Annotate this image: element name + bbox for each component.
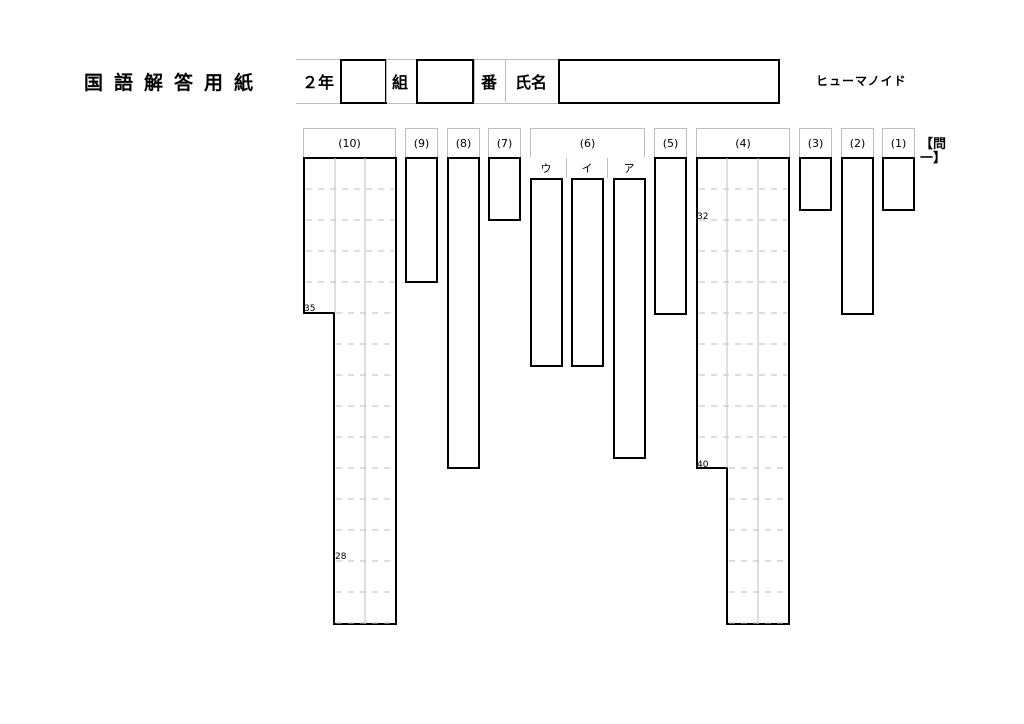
answer-box-q3[interactable] (799, 157, 832, 211)
answer-box-q9[interactable] (405, 157, 438, 283)
label-q2: (2) (841, 128, 874, 157)
label-q10: (10) (303, 128, 396, 157)
label-q1: (1) (882, 128, 915, 157)
char-count-marker: 35 (304, 304, 316, 314)
class-field[interactable] (340, 59, 387, 104)
divider (607, 158, 608, 178)
grade-label: ２年 (301, 72, 334, 92)
label-q4: (4) (696, 128, 790, 157)
answer-box-q5[interactable] (654, 157, 687, 315)
divider (474, 59, 475, 102)
answer-box-q6-u[interactable] (530, 178, 563, 367)
answer-box-q10 (303, 157, 397, 625)
answer-box-q4 (696, 157, 790, 625)
answer-box-q7[interactable] (488, 157, 521, 221)
label-q3: (3) (799, 128, 832, 157)
name-label: 氏名 (514, 72, 547, 92)
char-count-marker: 28 (335, 552, 347, 562)
divider (386, 59, 387, 102)
answer-box-q6-i[interactable] (571, 178, 604, 367)
label-q6-i: イ (581, 162, 593, 175)
name-field[interactable] (558, 59, 780, 104)
sheet-title: 国語解答用紙 (84, 72, 265, 94)
class-tag: ヒューマノイド (816, 74, 907, 88)
number-label: 番 (480, 72, 497, 92)
label-q6-a: ア (623, 162, 635, 175)
answer-box-q1[interactable] (882, 157, 915, 211)
header-strip (296, 59, 778, 104)
class-label: 組 (391, 72, 408, 92)
label-q9: (9) (405, 128, 438, 157)
label-q8: (8) (447, 128, 480, 157)
label-q5: (5) (654, 128, 687, 157)
label-q6: (6) (530, 128, 645, 157)
answer-box-q2[interactable] (841, 157, 874, 315)
section-label: 【問一】 (920, 137, 947, 166)
label-q6-u: ウ (540, 162, 552, 175)
divider (505, 59, 506, 102)
number-field[interactable] (416, 59, 474, 104)
divider (566, 158, 567, 178)
char-count-marker: 40 (697, 460, 709, 470)
answer-box-q6-a[interactable] (613, 178, 646, 459)
answer-box-q8[interactable] (447, 157, 480, 469)
label-q7: (7) (488, 128, 521, 157)
char-count-marker: 32 (697, 212, 709, 222)
